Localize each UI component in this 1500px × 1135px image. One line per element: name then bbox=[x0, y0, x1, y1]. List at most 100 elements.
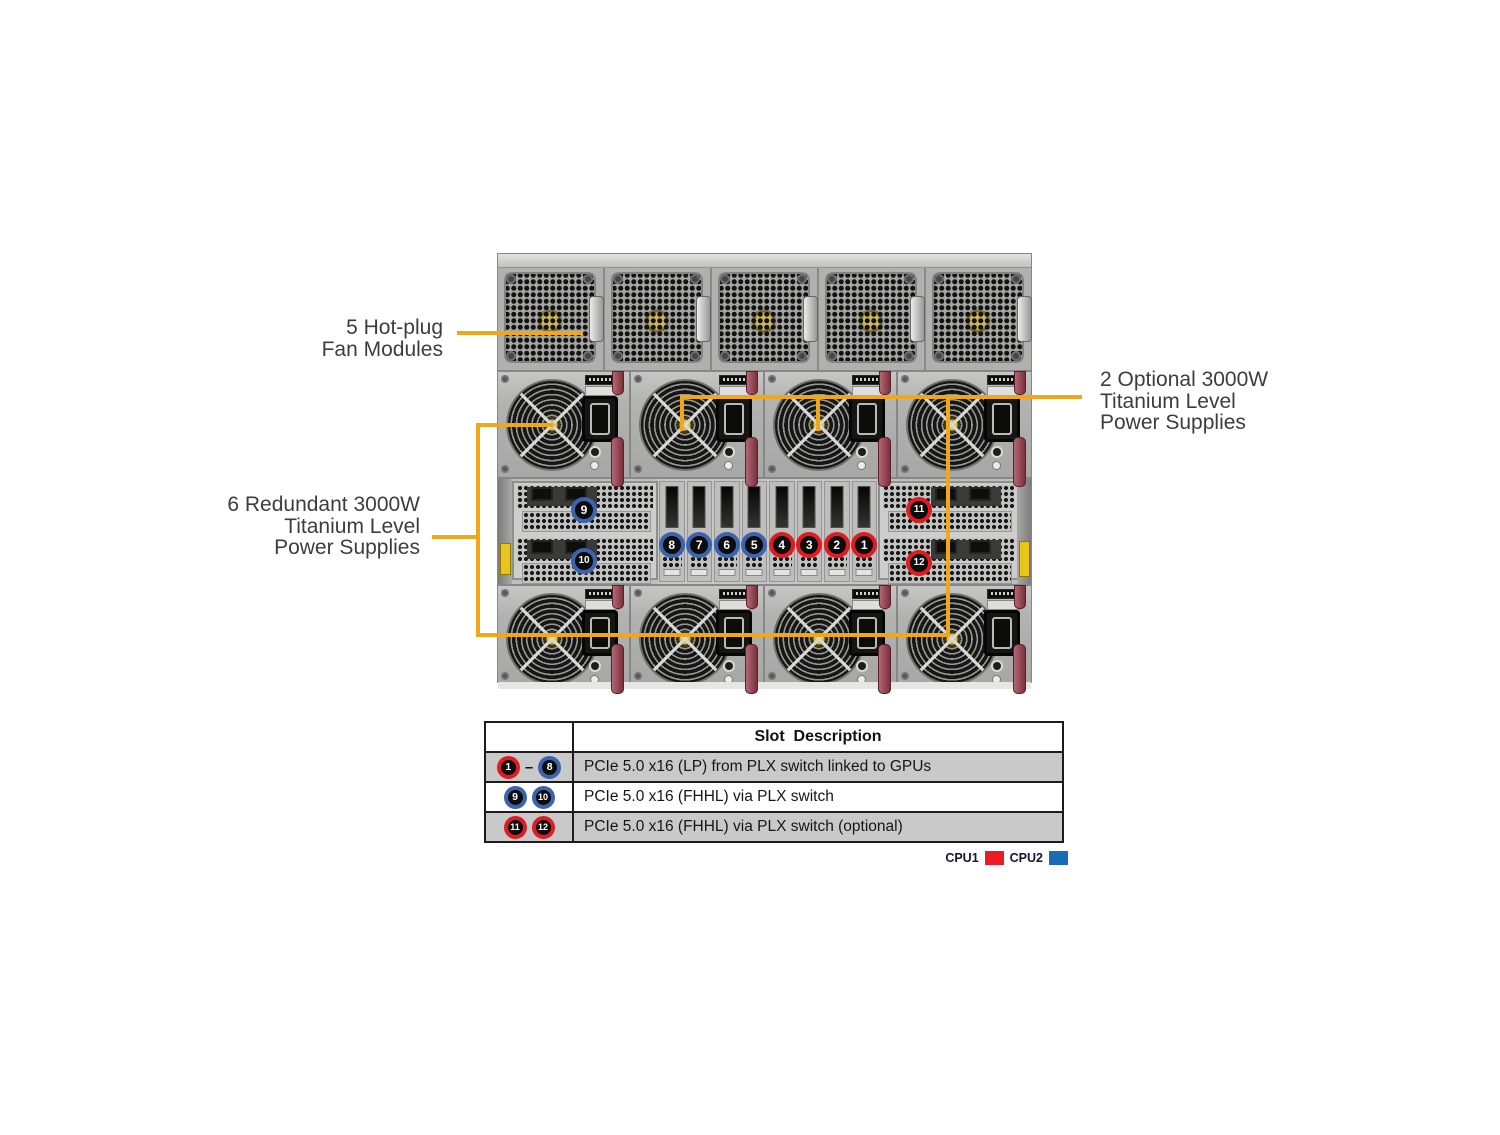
pcie-slot-bracket-7: 7 bbox=[686, 481, 713, 582]
callout-label-fans: 5 Hot-plug Fan Modules bbox=[321, 316, 443, 361]
fan-module bbox=[926, 268, 1032, 370]
psu-model-label bbox=[851, 589, 888, 599]
fan-handle bbox=[696, 296, 711, 342]
psu-model-label bbox=[585, 375, 622, 385]
psu-screw bbox=[501, 672, 509, 680]
psu-latch-tab bbox=[745, 371, 758, 395]
psu-screw bbox=[767, 465, 776, 473]
psu-status-led bbox=[857, 462, 865, 469]
callout-line-fans bbox=[457, 331, 583, 335]
psu-pull-handle bbox=[611, 437, 625, 487]
psu-screw bbox=[501, 465, 509, 473]
warning-sticker-left bbox=[500, 543, 511, 575]
fan-module bbox=[712, 268, 819, 370]
badge-group: 1–8 bbox=[486, 755, 572, 779]
psu-status-led bbox=[993, 462, 1000, 469]
pcie-slot-opening bbox=[775, 486, 789, 528]
psu-model-label bbox=[718, 589, 755, 599]
fan-screw bbox=[827, 351, 837, 361]
fan-screw bbox=[934, 351, 944, 361]
fan-module bbox=[605, 268, 712, 370]
fan-screw bbox=[797, 274, 807, 284]
bracket-foot-slot bbox=[828, 569, 846, 576]
power-supply-unit bbox=[498, 585, 632, 694]
slot-badge-3: 3 bbox=[796, 532, 823, 558]
psu-status-led bbox=[724, 462, 732, 469]
table-header-slot-description: Slot Description bbox=[572, 721, 1064, 753]
table-header-row: Slot Description bbox=[484, 721, 1064, 753]
psu-fan bbox=[772, 593, 865, 685]
table-header-empty-cell bbox=[484, 721, 574, 753]
psu-row-upper bbox=[498, 371, 1031, 487]
legend-color-box-cpu2 bbox=[1049, 851, 1068, 865]
callout-line-redundant-branch bbox=[476, 423, 554, 427]
slot-badge-7: 7 bbox=[686, 532, 713, 558]
pcie-slot-opening bbox=[665, 486, 679, 528]
psu-status-led bbox=[857, 676, 865, 683]
fan-screw bbox=[690, 274, 700, 284]
ethernet-port bbox=[969, 540, 991, 554]
psu-latch-tab bbox=[612, 371, 625, 395]
psu-screw bbox=[900, 589, 909, 597]
slot-badge-1: 1 bbox=[851, 532, 878, 558]
slot-badge-6: 6 bbox=[713, 532, 740, 558]
psu-latch-tab bbox=[1014, 585, 1026, 609]
pcie-slot-bracket-1: 1 bbox=[851, 481, 878, 582]
slot-badge-9: 9 bbox=[571, 497, 597, 523]
fan-screw bbox=[613, 274, 623, 284]
fan-screw bbox=[1011, 351, 1021, 361]
psu-latch-tab bbox=[1014, 371, 1026, 395]
power-supply-unit bbox=[897, 371, 1031, 487]
psu-pull-handle bbox=[744, 437, 758, 487]
psu-status-led bbox=[724, 676, 732, 683]
psu-pull-handle bbox=[1013, 437, 1026, 487]
psu-status-led bbox=[591, 662, 600, 670]
fan-handle bbox=[589, 296, 604, 342]
psu-screw bbox=[634, 465, 643, 473]
slot-badge-8: 8 bbox=[658, 532, 685, 558]
table-slot-badge-9: 9 bbox=[503, 785, 527, 809]
fan-grille bbox=[504, 272, 596, 363]
slot-badge-10: 10 bbox=[571, 548, 597, 574]
psu-screw bbox=[767, 375, 776, 383]
psu-model-label bbox=[718, 375, 755, 385]
pcie-slot-opening bbox=[857, 486, 871, 528]
callout-label-redundant-psu: 6 Redundant 3000W Titanium Level Power S… bbox=[227, 493, 420, 559]
psu-status-led bbox=[724, 448, 733, 456]
psu-status-led bbox=[993, 662, 1001, 670]
psu-screw bbox=[900, 465, 909, 473]
pcie-slot-bracket-6: 6 bbox=[713, 481, 740, 582]
fan-screw bbox=[690, 351, 700, 361]
fan-screw bbox=[1011, 274, 1021, 284]
warning-sticker-right bbox=[1019, 541, 1030, 577]
fan-screw bbox=[506, 274, 516, 284]
psu-screw bbox=[634, 589, 643, 597]
fan-screw bbox=[904, 351, 914, 361]
psu-pull-handle bbox=[611, 644, 625, 694]
fan-screw bbox=[613, 351, 623, 361]
psu-latch-tab bbox=[878, 371, 891, 395]
psu-fan bbox=[639, 593, 732, 685]
pcie-slot-bracket-8: 8 bbox=[658, 481, 685, 582]
psu-screw bbox=[634, 672, 643, 680]
callout-line-optional-stub-a bbox=[680, 395, 684, 431]
bracket-foot-slot bbox=[800, 569, 818, 576]
psu-latch-tab bbox=[612, 585, 625, 609]
ethernet-port bbox=[531, 487, 553, 501]
table-slot-badge-8: 8 bbox=[538, 755, 562, 779]
pcie-slot-opening bbox=[720, 486, 734, 528]
fan-handle bbox=[1017, 296, 1032, 342]
callout-label-optional-psu: 2 Optional 3000W Titanium Level Power Su… bbox=[1100, 368, 1269, 434]
slot-badge-11: 11 bbox=[906, 497, 932, 523]
fan-grille bbox=[718, 272, 810, 363]
psu-pull-handle bbox=[877, 437, 891, 487]
table-description-cell: PCIe 5.0 x16 (FHHL) via PLX switch (opti… bbox=[572, 811, 1064, 843]
